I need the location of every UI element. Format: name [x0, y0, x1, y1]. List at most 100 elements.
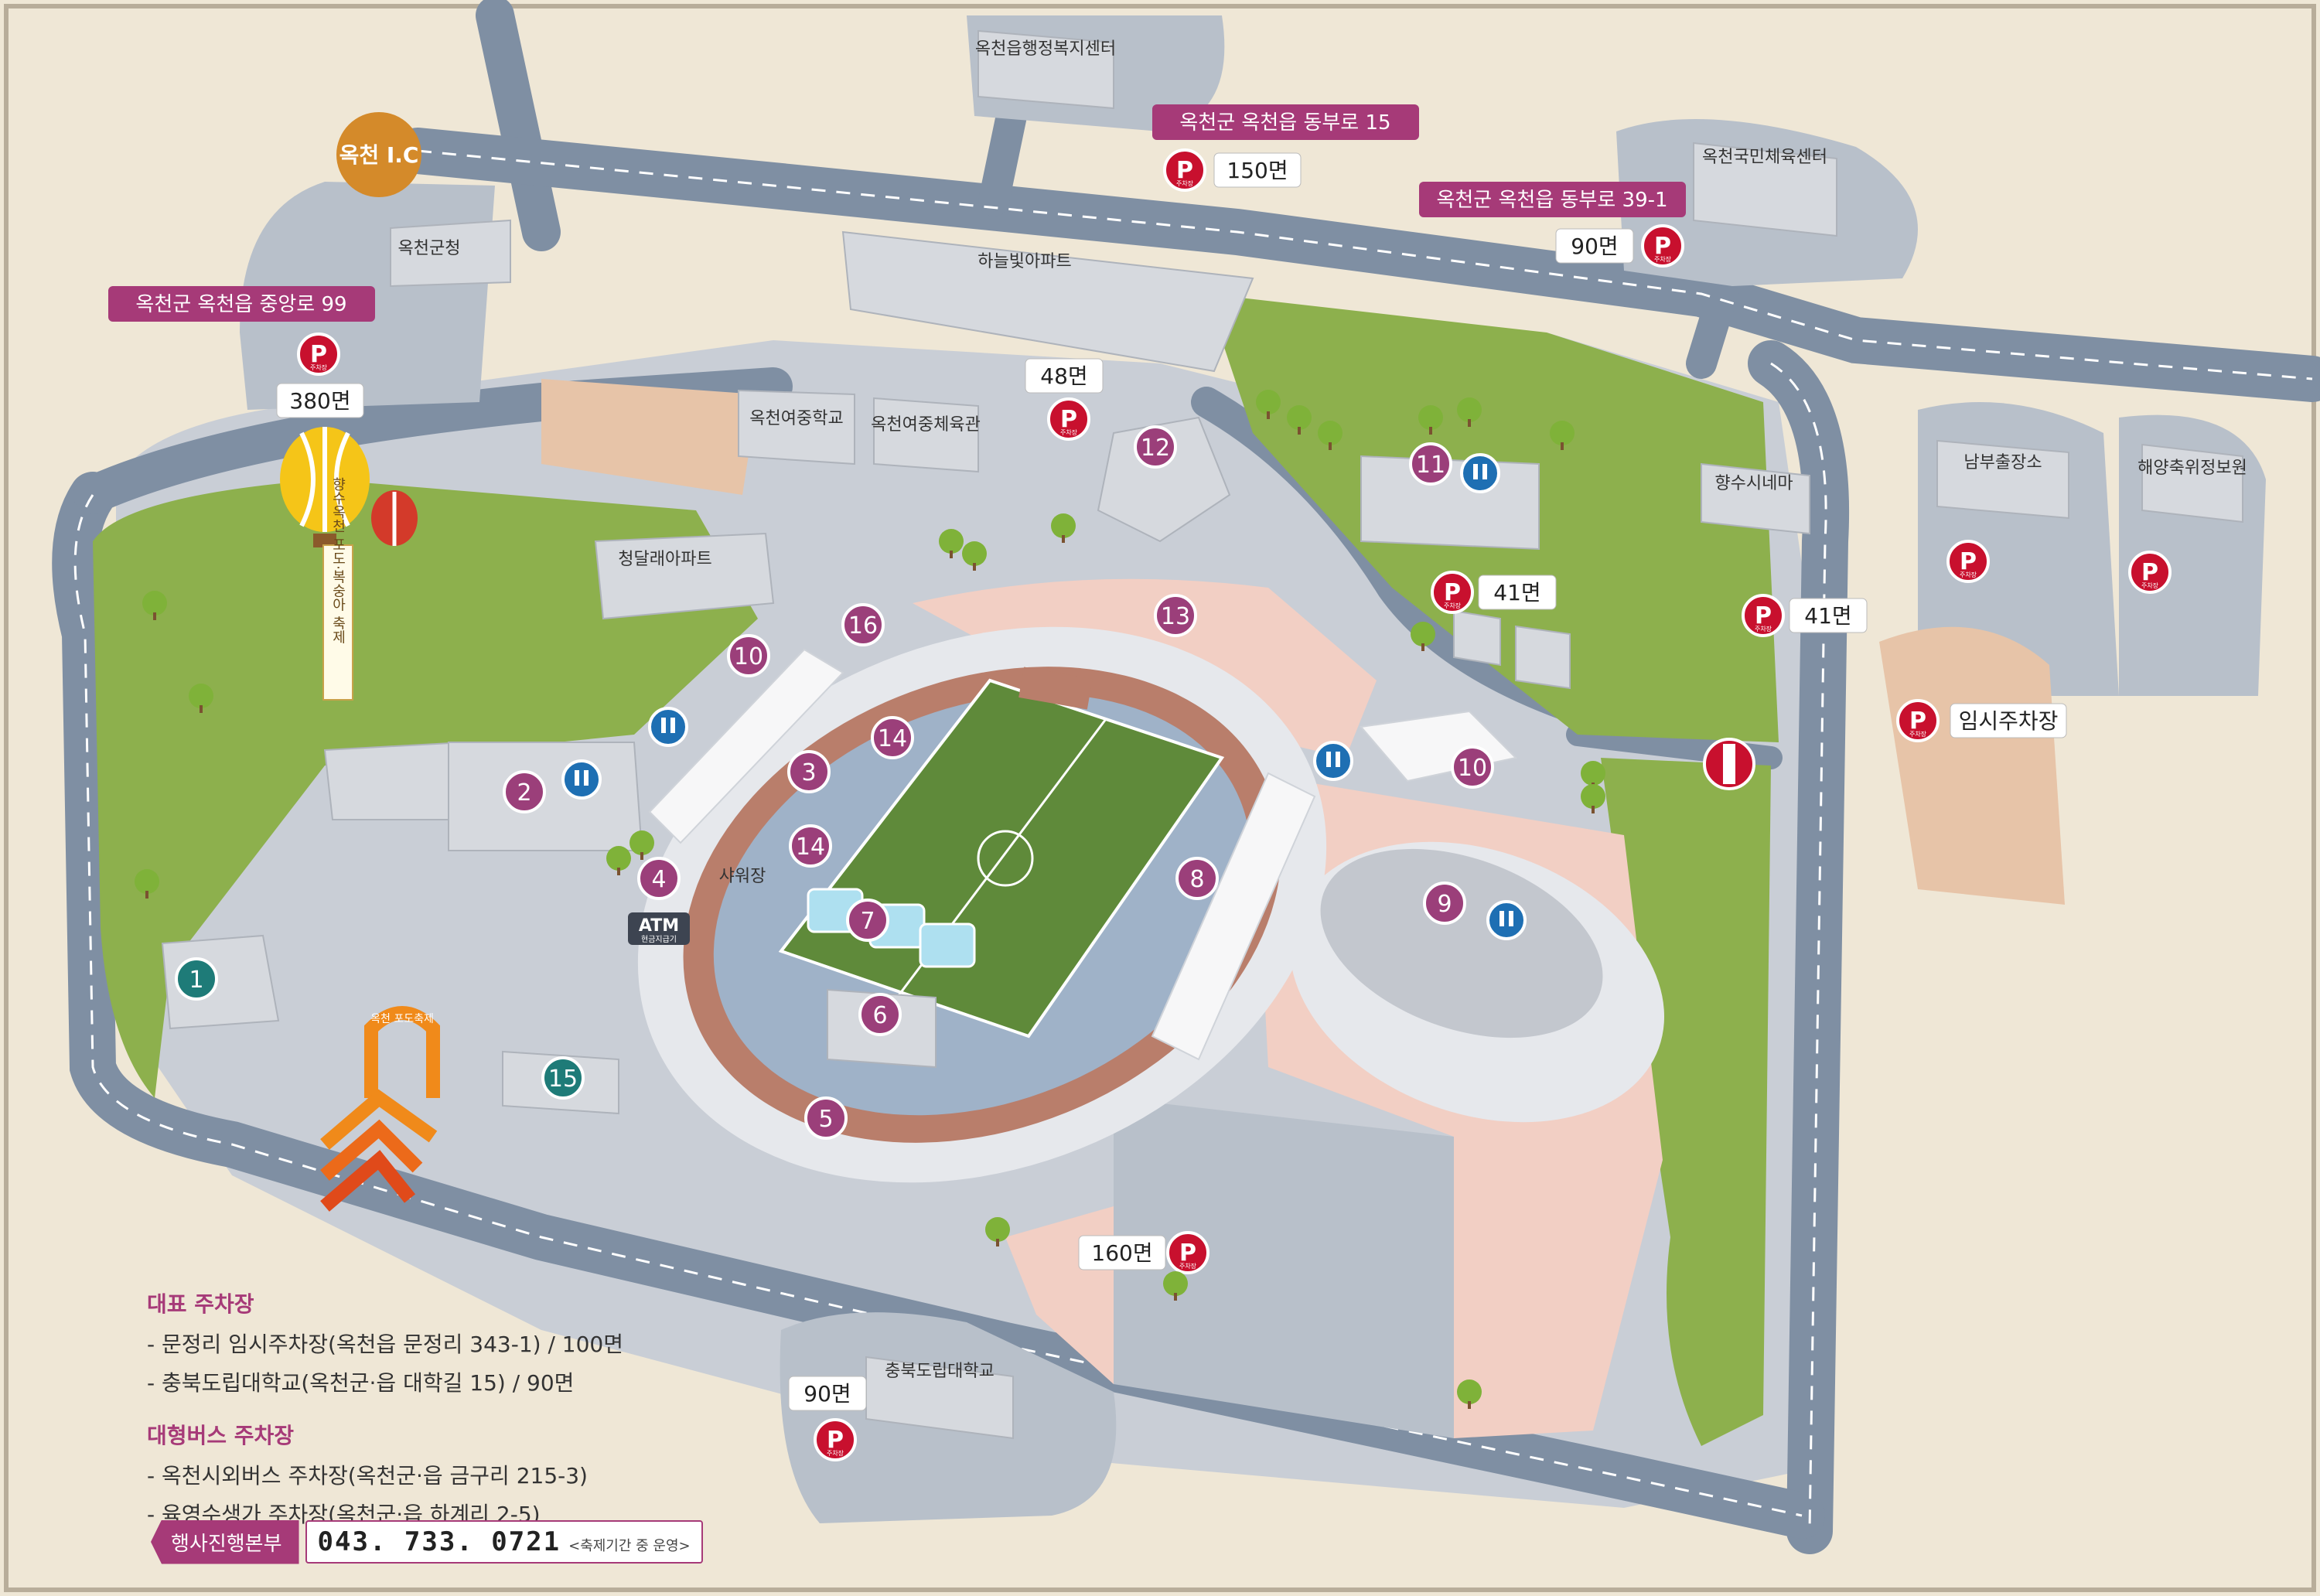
- legend-bus-item: - 옥천시외버스 주차장(옥천군·읍 금구리 215-3): [147, 1463, 588, 1489]
- county-office-label: 옥천군청: [398, 239, 461, 258]
- restroom-icon: [1486, 900, 1527, 940]
- welfare-center-building: [977, 29, 1114, 110]
- parking-count-41b: 41면: [1789, 598, 1868, 633]
- parking-icon: [1166, 1231, 1209, 1274]
- svg-text:1: 1: [189, 967, 203, 994]
- atm-sub-label: 현금지급기: [641, 935, 677, 944]
- small-building-a: [1453, 609, 1501, 667]
- svg-text:옥천군 옥천읍 중앙로 99: 옥천군 옥천읍 중앙로 99: [135, 293, 346, 316]
- parking-icon: [1047, 397, 1090, 441]
- zone-marker-12: 12: [1134, 425, 1177, 469]
- map-frame: [4, 4, 2316, 1592]
- svg-text:90면: 90면: [1571, 234, 1618, 259]
- ic-label: 옥천 I.C: [339, 142, 419, 168]
- girls-gym-building: [873, 397, 979, 473]
- small-building-b: [1515, 625, 1571, 690]
- east-green: [1601, 758, 1771, 1446]
- legend-main-item: - 문정리 임시주차장(옥천읍 문정리 343-1) / 100면: [147, 1332, 623, 1357]
- svg-text:임시주차장: 임시주차장: [1959, 708, 2059, 734]
- svg-text:13: 13: [1161, 603, 1190, 630]
- svg-text:4: 4: [651, 866, 666, 893]
- buildings: [161, 29, 2243, 1440]
- address-callout-2: 옥천군 옥천읍 동부로 39-1: [1419, 182, 1686, 217]
- temp-parking-label: 임시주차장: [1950, 703, 2067, 738]
- zone-marker-4: 4: [637, 857, 681, 900]
- svg-text:11: 11: [1416, 452, 1445, 479]
- svg-text:5: 5: [818, 1106, 833, 1133]
- hq-phone-box: 043. 733. 0721 <축제기간 중 운영>: [305, 1520, 703, 1564]
- road-center-lines: [73, 149, 2313, 1532]
- legend-main-item: - 충북도립대학교(옥천군·읍 대학길 15) / 90면: [147, 1370, 575, 1396]
- apt-cheongdallae-label: 청달래아파트: [618, 550, 711, 569]
- no-entry-icon: [1703, 738, 1755, 790]
- apt-cheongdallae-building: [594, 532, 775, 620]
- svg-text:41면: 41면: [1804, 603, 1851, 629]
- svg-text:8: 8: [1189, 866, 1204, 893]
- svg-text:6: 6: [872, 1002, 887, 1029]
- parking-count-90b: 90면: [788, 1376, 867, 1411]
- svg-text:3: 3: [801, 759, 816, 786]
- svg-text:10: 10: [734, 643, 763, 670]
- svg-text:9: 9: [1437, 891, 1452, 918]
- parking-count-90a: 90면: [1555, 228, 1634, 264]
- svg-text:48면: 48면: [1040, 363, 1087, 389]
- sports-center-label: 옥천국민체육센터: [1702, 148, 1827, 167]
- svg-text:옥천군 옥천읍 동부로 39-1: 옥천군 옥천읍 동부로 39-1: [1436, 189, 1667, 212]
- apt-sky-building: [841, 230, 1254, 373]
- stadium: [637, 626, 1327, 1183]
- parking-count-48: 48면: [1025, 358, 1104, 394]
- svg-text:14: 14: [878, 725, 907, 752]
- ic-marker: 옥천 I.C: [336, 112, 421, 197]
- parking-icon: [1896, 699, 1940, 742]
- gate-label: 옥천 포도축제: [370, 1013, 434, 1025]
- svg-text:옥천군 옥천읍 동부로 15: 옥천군 옥천읍 동부로 15: [1179, 111, 1390, 135]
- zone-marker-7: 7: [846, 899, 889, 942]
- parking-icon: [1641, 224, 1684, 268]
- gymnasium-dome: [1289, 841, 1665, 1123]
- parking-count-380: 380면: [276, 383, 364, 418]
- restroom-icon: [1460, 453, 1500, 493]
- parking-legend: 대표 주차장 - 문정리 임시주차장(옥천읍 문정리 343-1) / 100면…: [147, 1287, 735, 1536]
- parking-icon: [297, 332, 340, 376]
- address-callout-3: 옥천군 옥천읍 중앙로 99: [108, 286, 375, 322]
- atm-sign: ATM 현금지급기: [628, 912, 690, 945]
- parking-icon: [814, 1418, 857, 1461]
- address-callout-1: 옥천군 옥천읍 동부로 15: [1152, 104, 1419, 140]
- hot-air-balloons: 향수옥천 포도·복숭아 축제: [280, 427, 418, 701]
- legend-main-title: 대표 주차장: [147, 1291, 254, 1317]
- cinema-building: [1701, 462, 1810, 535]
- zone-marker-6: 6: [858, 993, 902, 1036]
- county-office-building: [390, 219, 511, 288]
- girls-middle-building: [738, 389, 855, 466]
- park-green: [93, 479, 758, 1098]
- marine-label: 해양축위정보원: [2137, 459, 2247, 478]
- zone-marker-1: 1: [175, 957, 218, 1001]
- police-building: [1936, 439, 2069, 520]
- parking-icon: [1742, 594, 1785, 637]
- sand-area: [541, 379, 758, 495]
- parking-icon: [1431, 571, 1474, 614]
- temp-parking-area: [1879, 626, 2065, 905]
- police-label: 남부출장소: [1963, 453, 2042, 472]
- svg-text:16: 16: [848, 612, 878, 639]
- svg-text:160면: 160면: [1091, 1240, 1152, 1266]
- restroom-icon: [648, 707, 688, 747]
- svg-text:12: 12: [1141, 435, 1170, 462]
- parking-icon: [1163, 148, 1206, 192]
- zone-marker-8: 8: [1175, 857, 1219, 900]
- svg-text:41면: 41면: [1493, 580, 1540, 605]
- zone-marker-2: 2: [503, 770, 546, 813]
- parking-count-150: 150면: [1213, 152, 1302, 188]
- zone-marker-9: 9: [1423, 882, 1466, 925]
- zone-marker-5: 5: [804, 1096, 848, 1140]
- apt-sky-label: 하늘빛아파트: [977, 252, 1071, 271]
- balloon-banner: 향수옥천 포도·복숭아 축제: [330, 477, 346, 643]
- lot-160-area: [1114, 1098, 1454, 1438]
- zone-markers[interactable]: 1 2 3 4 5 6 7 8 9 10 10 11 12 13 14 14 1…: [175, 425, 1494, 1140]
- svg-text:7: 7: [860, 908, 875, 935]
- shower-label: 샤워장: [719, 867, 766, 886]
- hq-phone: 043. 733. 0721: [317, 1526, 561, 1557]
- sports-center-building: [1693, 142, 1837, 237]
- svg-text:10: 10: [1458, 755, 1487, 782]
